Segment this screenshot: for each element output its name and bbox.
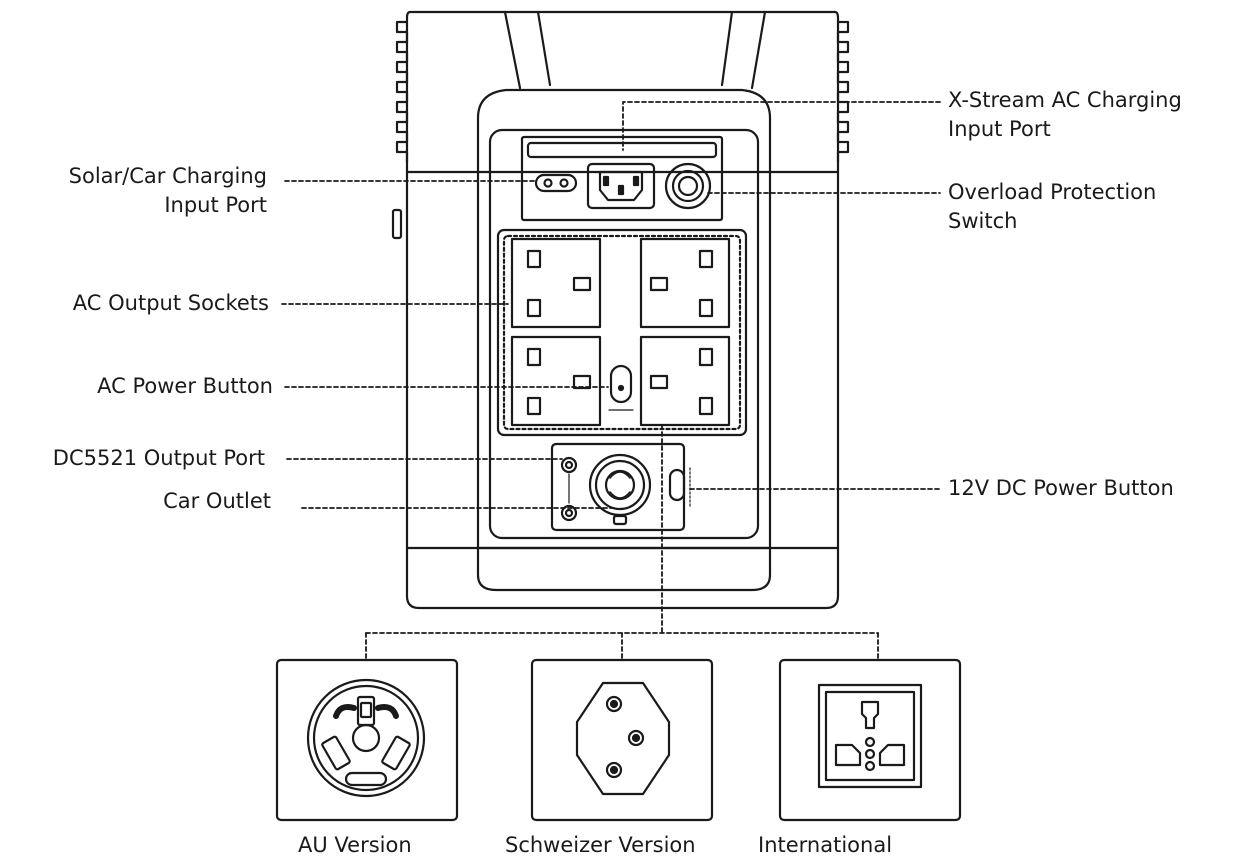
ac-power-button xyxy=(609,364,633,404)
ac-output-sockets xyxy=(510,237,731,427)
car-outlet xyxy=(588,453,652,526)
ac-socket-1 xyxy=(510,237,602,329)
international-socket-icon xyxy=(817,683,923,789)
dc-power-button xyxy=(668,468,686,502)
carry-handle xyxy=(503,10,767,90)
ac-socket-3 xyxy=(510,335,602,427)
au-socket-icon xyxy=(306,678,426,798)
ac-output-section xyxy=(496,228,748,437)
label-dc5521-output: DC5521 Output Port xyxy=(52,446,265,470)
bottom-strip xyxy=(476,546,772,592)
right-grip xyxy=(836,20,850,164)
schweizer-socket-icon xyxy=(575,681,671,796)
xstream-ac-input-port xyxy=(586,162,656,210)
inner-panel xyxy=(488,128,760,540)
ac-socket-4 xyxy=(639,335,731,427)
label-solar-car-input: Solar/Car Charging Input Port xyxy=(68,164,267,217)
label-car-outlet: Car Outlet xyxy=(163,489,271,513)
overload-protection-switch xyxy=(664,162,712,210)
international-version-box xyxy=(778,658,962,822)
label-overload-switch: Overload Protection Switch xyxy=(948,180,1157,233)
label-ac-output-sockets: AC Output Sockets xyxy=(72,291,269,315)
caption-international: International xyxy=(758,833,893,857)
au-version-box xyxy=(275,658,459,822)
schweizer-version-box xyxy=(530,658,714,822)
side-switch xyxy=(391,208,403,240)
front-panel xyxy=(476,88,772,550)
input-port-section xyxy=(520,135,724,222)
solar-car-input-port xyxy=(534,173,578,193)
label-dc-power-button: 12V DC Power Button xyxy=(948,476,1174,500)
label-xstream-input: X-Stream AC Charging Input Port xyxy=(948,88,1182,141)
label-ac-power-button: AC Power Button xyxy=(97,374,273,398)
caption-schweizer-version: Schweizer Version xyxy=(505,833,696,857)
ac-socket-2 xyxy=(639,237,731,329)
dc5521-output-port-2 xyxy=(560,504,578,522)
left-grip xyxy=(395,20,409,164)
leader-xstream-input xyxy=(622,101,941,151)
caption-au-version: AU Version xyxy=(298,833,412,857)
dc5521-output-port xyxy=(560,456,578,474)
power-station-body xyxy=(405,10,840,610)
